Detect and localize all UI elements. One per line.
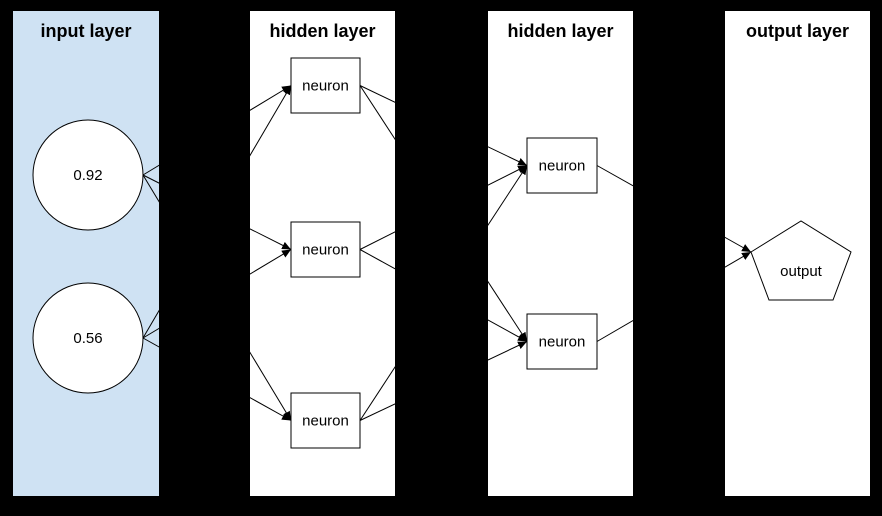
edge-input1-h1n1 [142,85,292,176]
hidden1-node-1-box [290,57,361,114]
title-input-layer: input layer [40,21,131,41]
edge-input2-h1n1 [142,85,292,339]
input-node-1-value: 0.92 [73,167,102,184]
title-hidden-layer-2: hidden layer [507,21,613,41]
hidden1-node-1-label: neuron [302,78,349,95]
edge-h1n3-h2n1 [359,165,528,421]
panel-hidden-layer-2 [488,11,633,496]
edge-h2n2-output [596,251,752,342]
edge-h1n2-h2n1 [359,165,528,250]
input-node-1: 0.92 [32,119,144,231]
output-node-label: output [780,263,823,280]
input-node-2-circle [32,282,144,394]
input-node-2: 0.56 [32,282,144,394]
edge-h1n2-h2n2 [359,249,528,342]
output-node: output [750,220,852,301]
edge-h1n3-h2n2 [359,341,528,421]
hidden1-node-3-box [290,392,361,449]
hidden1-node-2: neuron [290,221,361,278]
hidden1-node-2-label: neuron [302,242,349,259]
hidden1-node-1: neuron [290,57,361,114]
hidden2-node-2-box [526,313,598,370]
edge-input2-h1n3 [142,337,292,421]
hidden2-node-1: neuron [526,137,598,194]
edges-hidden1-to-hidden2 [359,85,528,421]
hidden2-node-2-label: neuron [539,334,586,351]
hidden2-node-2: neuron [526,313,598,370]
input-node-2-value: 0.56 [73,330,102,347]
edge-h1n1-h2n2 [359,85,528,342]
hidden1-node-2-box [290,221,361,278]
hidden1-node-3-label: neuron [302,413,349,430]
edge-input1-h1n3 [142,174,292,421]
edges-input-to-hidden1 [142,85,292,421]
input-node-1-circle [32,119,144,231]
title-hidden-layer-1: hidden layer [269,21,375,41]
hidden1-node-3: neuron [290,392,361,449]
edge-input2-h1n2 [142,249,292,339]
edges-hidden2-to-output [596,165,752,342]
hidden2-node-1-label: neuron [539,158,586,175]
edge-h1n1-h2n1 [359,85,528,166]
hidden2-node-1-box [526,137,598,194]
edge-h2n1-output [596,165,752,253]
title-output-layer: output layer [746,21,849,41]
output-node-pentagon [750,220,852,301]
panel-input-layer [13,11,159,496]
